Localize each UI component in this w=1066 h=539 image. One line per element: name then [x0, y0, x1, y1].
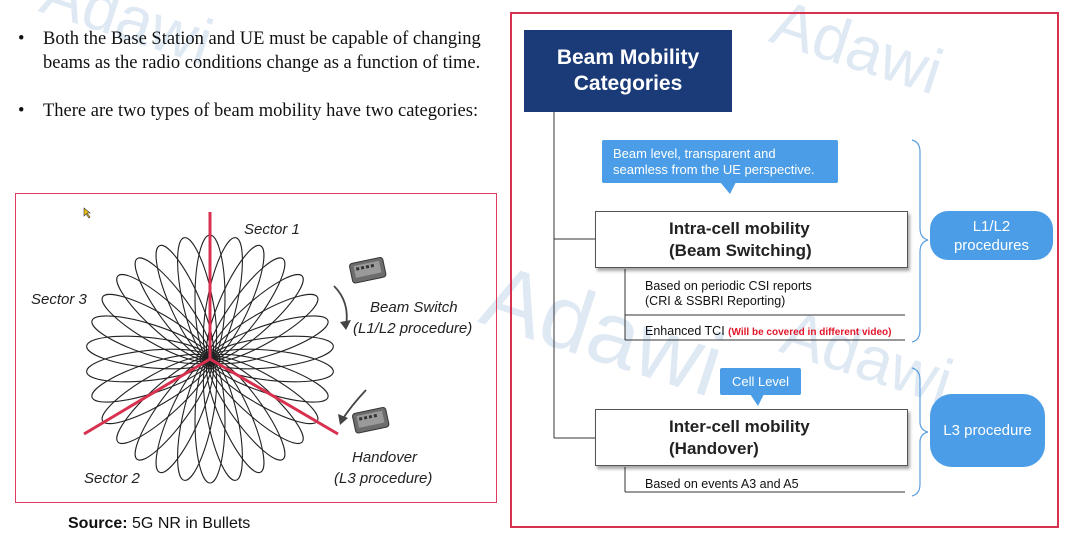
source-caption: Source: 5G NR in Bullets: [68, 515, 250, 533]
bullet-marker: •: [18, 101, 25, 121]
beam-mobility-panel: [510, 12, 1059, 528]
sector-3-label: Sector 3: [31, 291, 87, 308]
intra-cell-title: Intra-cell mobility: [669, 219, 810, 238]
intra-detail-tci: Enhanced TCI (Will be covered in differe…: [645, 324, 891, 340]
bullet-list: • Both the Base Station and UE must be c…: [18, 27, 488, 147]
title-box: Beam Mobility Categories: [524, 30, 732, 112]
bullet-text: There are two types of beam mobility hav…: [43, 101, 479, 121]
cell-level-callout: Cell Level: [720, 368, 801, 395]
phone-icon: [352, 406, 390, 434]
arrow-head-icon: [340, 320, 351, 330]
bullet-item: • There are two types of beam mobility h…: [18, 99, 488, 123]
cursor-icon: [83, 207, 91, 219]
sector-line-2: [83, 357, 211, 436]
beam-level-callout: Beam level, transparent and seamless fro…: [602, 140, 838, 183]
sector-1-label: Sector 1: [244, 221, 300, 238]
inter-detail-events: Based on events A3 and A5: [645, 477, 799, 492]
brace-l3: [911, 367, 929, 497]
beam-switch-label: Beam Switch: [370, 299, 458, 316]
detail-line: (CRI & SSBRI Reporting): [645, 294, 786, 308]
callout-line: Beam level, transparent and: [613, 146, 776, 161]
handover-label: Handover: [352, 449, 418, 466]
source-text: 5G NR in Bullets: [132, 515, 251, 532]
arrow-head-icon: [338, 414, 348, 425]
detail-text: Enhanced TCI: [645, 324, 725, 338]
pill-text: L3 procedure: [943, 422, 1032, 439]
bullet-item: • Both the Base Station and UE must be c…: [18, 27, 488, 75]
inter-cell-title: Inter-cell mobility: [669, 417, 810, 436]
brace-l1l2: [911, 139, 929, 343]
pill-line: L1/L2: [972, 217, 1011, 235]
callout-pointer: [720, 182, 736, 194]
beam-figure: Sector 1 Sector 3 Sector 2 Beam Switch (…: [15, 193, 497, 503]
source-label: Source:: [68, 515, 128, 532]
beam-diagram: [83, 207, 390, 484]
title-line: Beam Mobility: [556, 46, 700, 69]
callout-line: seamless from the UE perspective.: [613, 162, 815, 177]
intra-cell-box: Intra-cell mobility (Beam Switching): [595, 211, 908, 268]
pill-line: procedures: [953, 236, 1030, 254]
intra-cell-subtitle: (Beam Switching): [669, 241, 812, 260]
sector-line-3: [209, 357, 339, 436]
bullet-text: Both the Base Station and UE must be cap…: [43, 29, 481, 73]
callout-pointer: [750, 394, 764, 406]
detail-line: Based on periodic CSI reports: [645, 279, 812, 293]
inter-cell-box: Inter-cell mobility (Handover): [595, 409, 908, 466]
callout-text: Cell Level: [731, 374, 790, 389]
detail-text: Based on events A3 and A5: [645, 477, 799, 491]
l3-procedure-pill: L3 procedure: [930, 394, 1045, 467]
l1l2-procedures-pill: L1/L2 procedures: [930, 211, 1053, 260]
beam-switch-procedure: (L1/L2 procedure): [353, 320, 473, 337]
title-line: Categories: [573, 72, 683, 95]
sector-2-label: Sector 2: [84, 470, 140, 487]
phone-icon: [349, 256, 387, 284]
detail-note: (Will be covered in different video): [728, 327, 892, 338]
bullet-marker: •: [18, 29, 25, 49]
intra-detail-csi: Based on periodic CSI reports (CRI & SSB…: [645, 279, 812, 309]
inter-cell-subtitle: (Handover): [669, 439, 759, 458]
handover-procedure: (L3 procedure): [334, 470, 433, 487]
